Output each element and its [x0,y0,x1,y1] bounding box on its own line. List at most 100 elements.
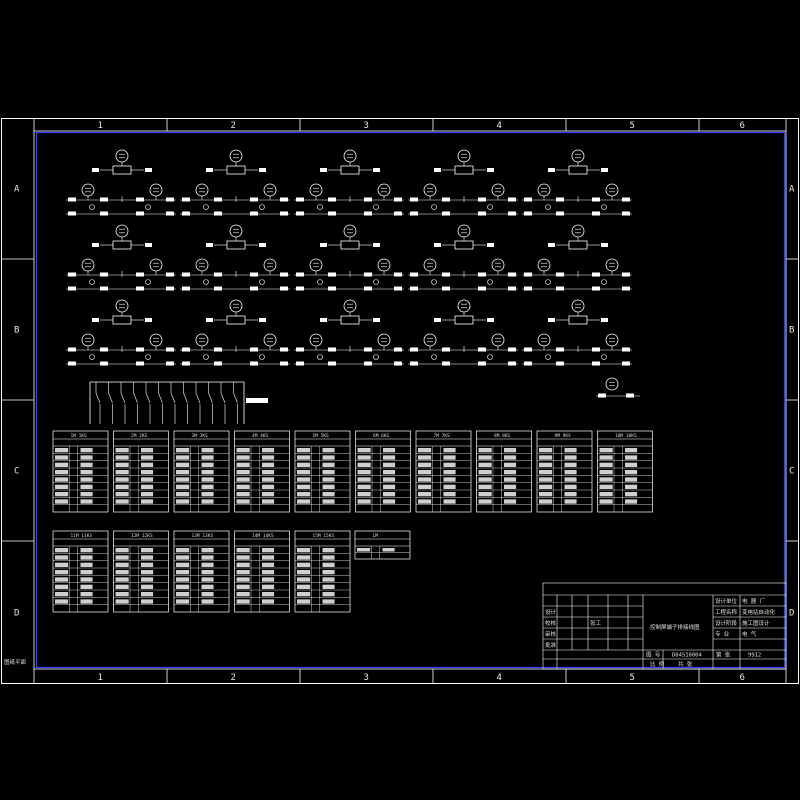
cell-text [478,477,492,482]
terminal-tag [92,243,99,247]
cell-text [478,455,492,460]
feeder-unit [66,224,176,291]
cell-text [418,455,432,460]
terminal-tag [166,272,174,277]
cell-text [176,448,190,453]
cell-text [115,477,129,482]
zone-col-label: 4 [497,121,502,131]
cell-text [297,477,311,482]
terminal-tag [508,272,516,277]
cell-text [141,462,154,467]
terminal-tag [508,211,516,216]
zone-row-label: B [789,326,794,336]
cell-text [322,470,335,475]
terminal-tag [136,286,144,291]
terminal-table: 1M 1KS [52,430,109,513]
cell-text [564,484,577,489]
cell-text [383,484,396,489]
cell-text [201,562,214,567]
lamp-icon [373,279,379,285]
terminal-tag [601,168,608,172]
terminal-tag [296,211,304,216]
terminal-tag [296,286,304,291]
cell-text [599,448,613,453]
cell-text [141,470,154,475]
cell-text [322,555,335,560]
cell-text [176,477,190,482]
cell-text [599,477,613,482]
zone-col-label: 2 [231,673,236,683]
cell-text [115,448,129,453]
switch-icon [220,382,226,424]
feeder-unit [180,224,290,291]
cell-text [322,562,335,567]
zone-row-label: D [789,609,794,619]
terminal-tag [145,243,152,247]
switch-icon [95,382,101,424]
cell-text [297,555,311,560]
cell-text [297,548,311,553]
switch-icon [183,382,188,424]
switch-icon [158,382,163,424]
terminal-table-title: 8M 8KS [494,433,511,439]
terminal-tag [182,361,190,366]
terminal-tag [622,286,630,291]
cell-text [383,470,396,475]
cell-text [262,477,275,482]
terminal-tag [592,211,600,216]
cell-text [80,599,93,604]
terminal-tag [280,347,288,352]
cell-text [322,570,335,575]
lamp-icon [89,354,95,360]
cell-text [262,492,275,497]
cell-text [115,499,129,504]
lamp-icon [601,354,607,360]
cell-text [201,477,214,482]
cell-text [115,592,129,597]
cell-text [297,570,311,575]
cell-text [443,484,456,489]
cell-text [236,577,250,582]
terminal-tag [394,286,402,291]
terminal-tag [68,272,76,277]
terminal-tag [68,347,76,352]
switch-icon [120,382,126,424]
cell-text [262,462,275,467]
cell-text [55,448,69,453]
cell-text [539,484,553,489]
terminal-table: 4M 4KS [234,430,290,513]
terminal-tag [280,197,288,202]
terminal-table: 10M 10KS [597,430,653,513]
cell-text [322,577,335,582]
cell-text [322,548,335,553]
terminal-tag [182,286,190,291]
terminal-tag [166,361,174,366]
terminal-tag [373,243,380,247]
cell-text [322,484,335,489]
cell-text [599,462,613,467]
feeder-unit [180,299,290,366]
terminal-table-title: 14M 14KS [252,533,274,539]
terminal-table-title: 6M 6KS [373,433,390,439]
switch-icon [208,382,213,424]
terminal-tag [166,286,174,291]
terminal-table-title: 7M 7KS [434,433,451,439]
terminal-tag [328,197,336,202]
terminal-tag [250,361,258,366]
cell-text [383,492,396,497]
terminal-tag [394,211,402,216]
cell-text [297,462,311,467]
cell-text [418,470,432,475]
cell-text [504,484,517,489]
terminal-tag [320,243,327,247]
cell-text [297,562,311,567]
cell-text [504,499,517,504]
terminal-tag [328,211,336,216]
terminal-table-title: 11M 11KS [71,533,93,539]
cell-text [382,548,395,552]
cell-text [297,492,311,497]
cell-text [141,499,154,504]
terminal-tag [364,211,372,216]
cell-text [236,455,250,460]
cell-text [564,462,577,467]
